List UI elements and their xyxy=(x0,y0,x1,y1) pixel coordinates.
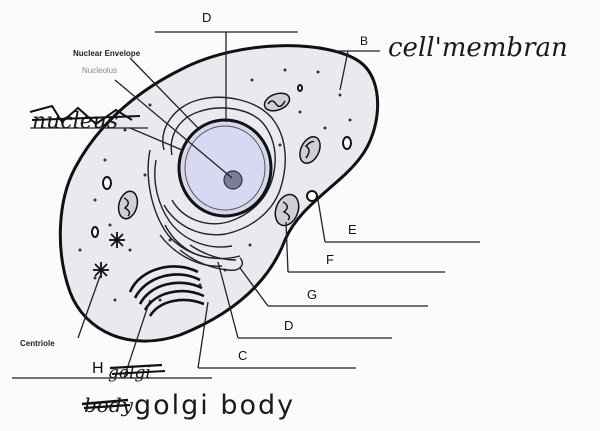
nuclear-envelope-label: Nuclear Envelope xyxy=(73,49,141,58)
label-d-lower: D xyxy=(284,318,293,333)
nucleolus-label: Nucleolus xyxy=(82,66,117,75)
label-g: G xyxy=(307,287,317,302)
label-b: B xyxy=(360,34,368,48)
answer-golgi-crossed: golgi xyxy=(108,363,165,383)
answer-golgi-body: golgi body xyxy=(134,390,295,421)
centriole-label: Centriole xyxy=(20,339,55,348)
svg-text:nucleus: nucleus xyxy=(32,109,118,134)
label-c: C xyxy=(238,348,247,363)
answer-body-crossed: body xyxy=(82,393,134,417)
label-d-top: D xyxy=(202,10,211,25)
label-h: H xyxy=(92,360,104,377)
label-f: F xyxy=(326,252,334,267)
nucleus xyxy=(179,120,271,216)
answer-cell-membrane: cell'membran xyxy=(388,33,568,63)
label-e: E xyxy=(348,222,357,237)
